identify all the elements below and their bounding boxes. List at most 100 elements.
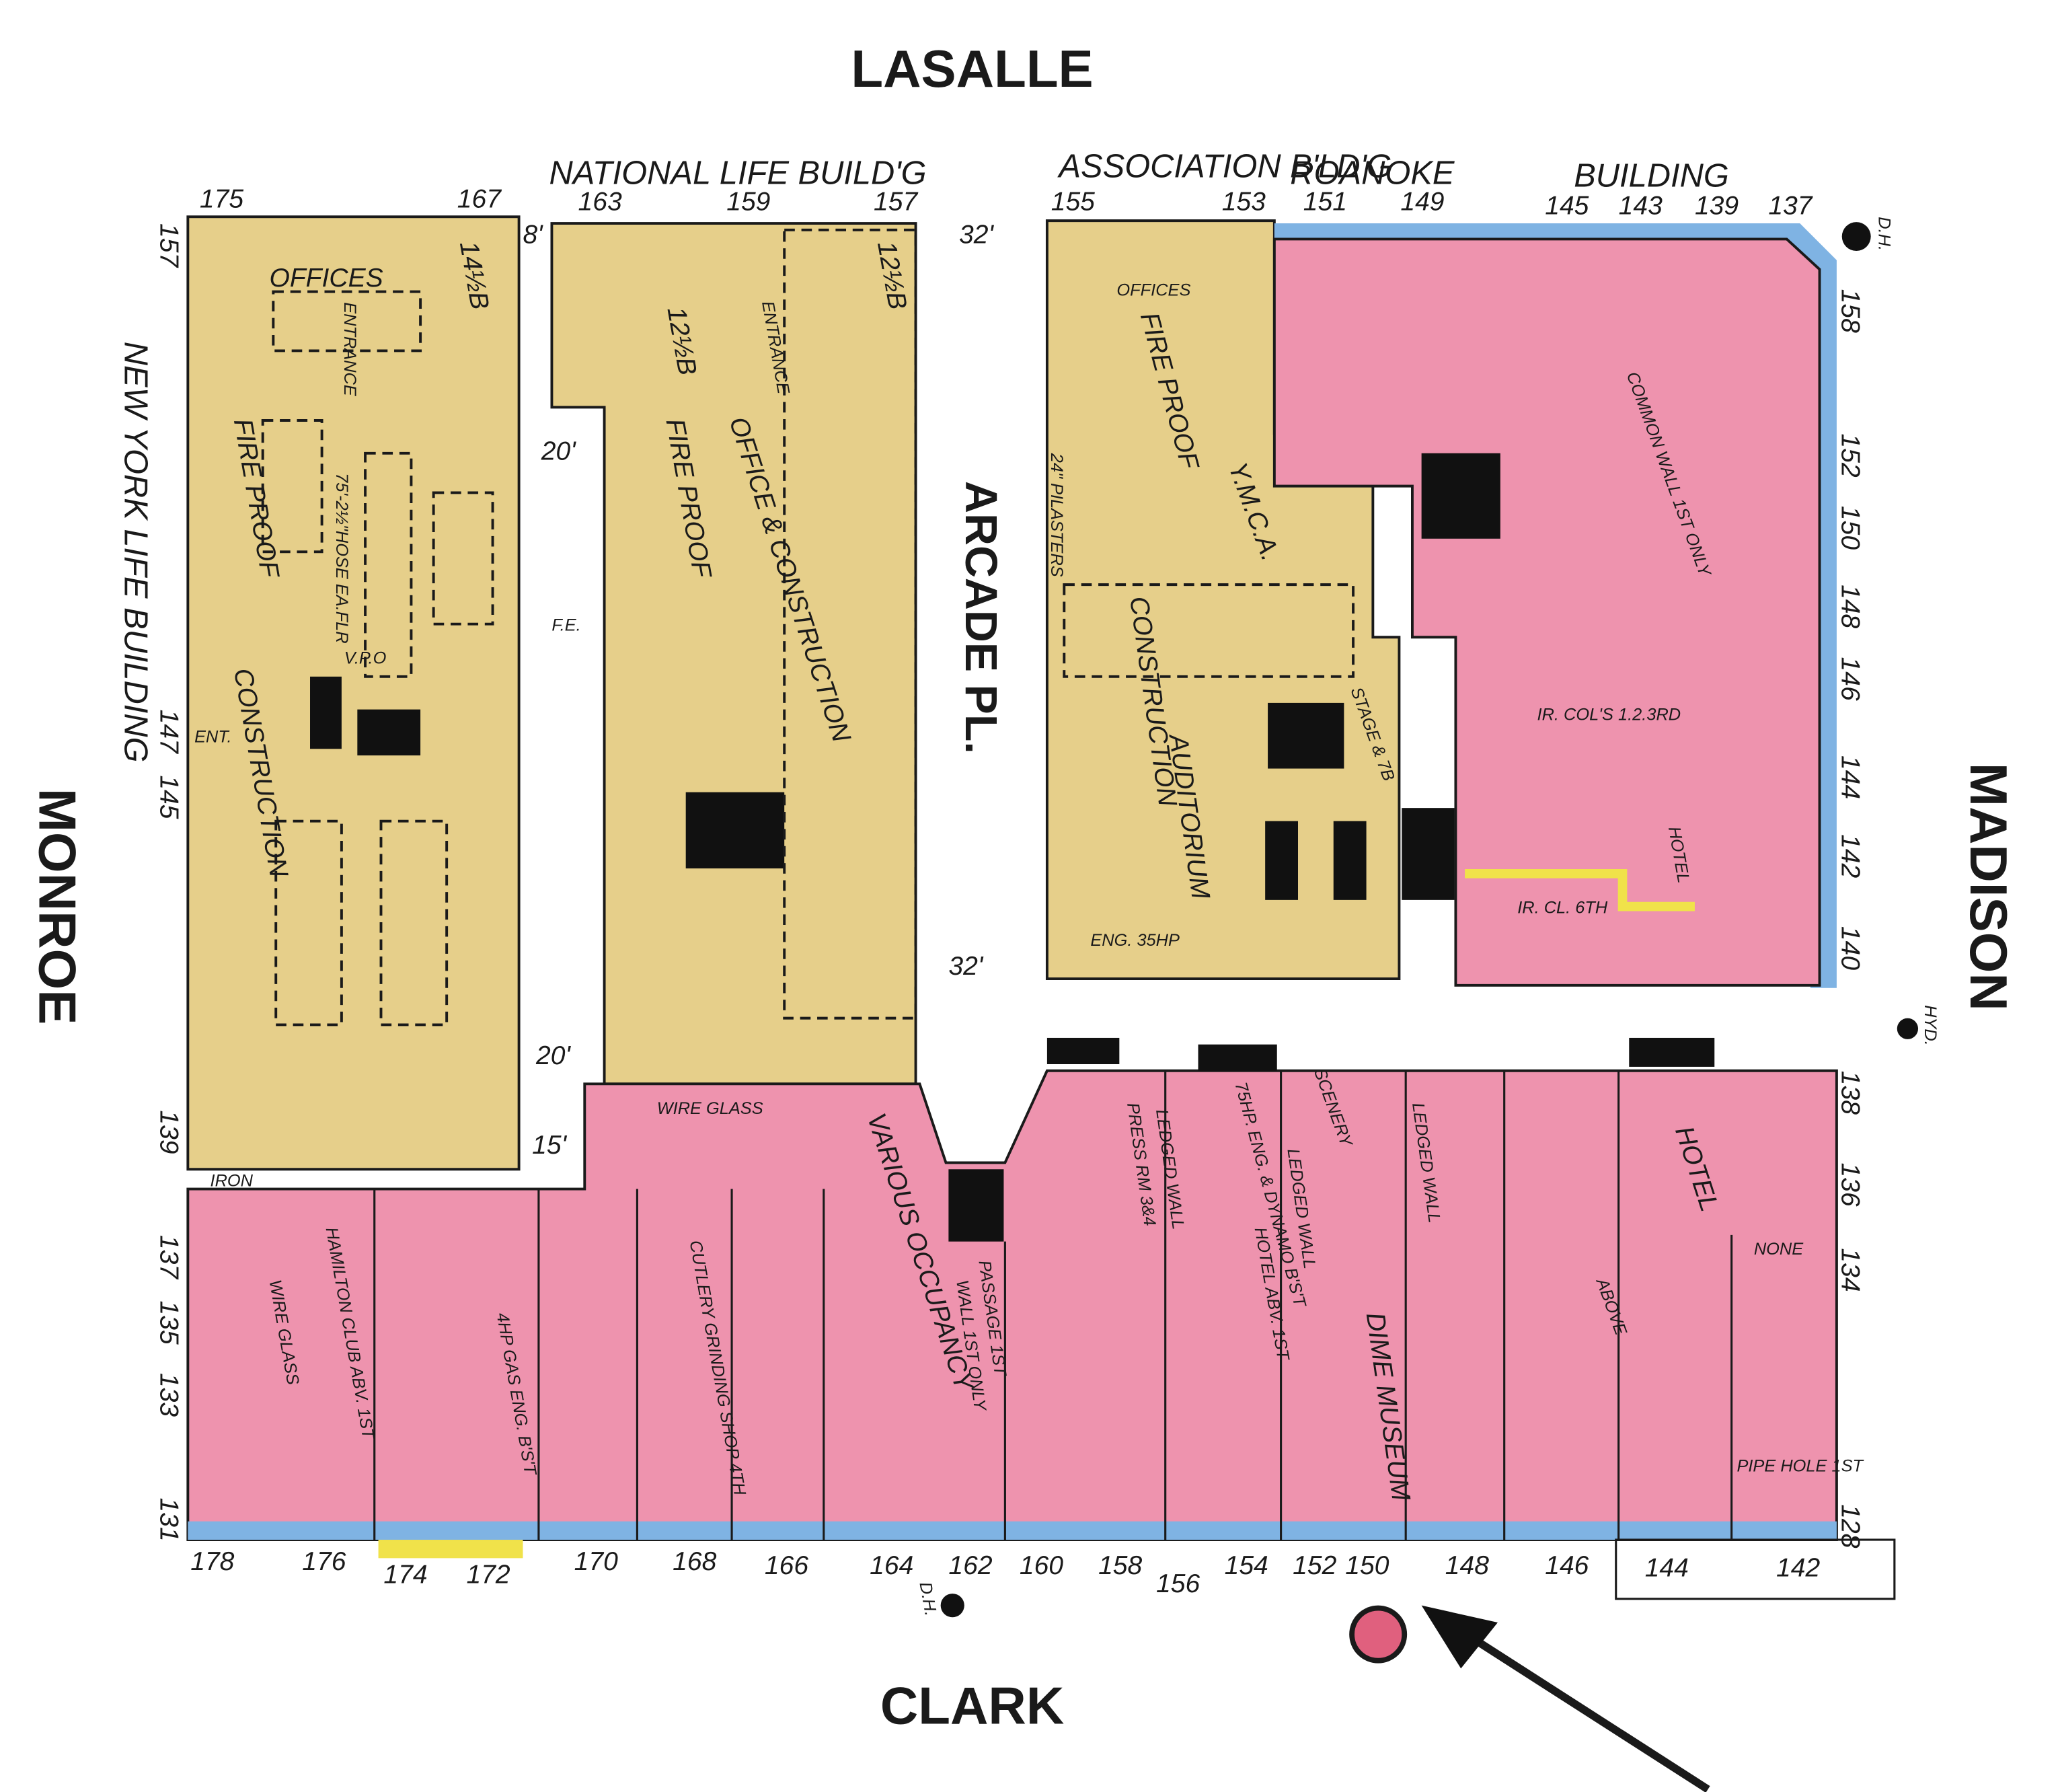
address-number: 156 [1156, 1569, 1200, 1598]
address-number: 158 [1098, 1551, 1142, 1580]
north-addresses: 175 167 163 159 157 155 153 151 149 145 … [200, 185, 1813, 221]
address-number: 158 [1836, 289, 1865, 333]
address-number: 175 [200, 185, 243, 214]
label-entrance-1: ENTRANCE [340, 302, 359, 397]
label-hose: 75'-2½"HOSE EA.FLR [332, 473, 351, 644]
street-madison: MADISON [1959, 763, 2018, 1011]
national-life-label: NATIONAL LIFE BUILD'G [549, 155, 927, 191]
address-number: 154 [1225, 1551, 1268, 1580]
address-number: 134 [1836, 1248, 1865, 1292]
address-number: 147 [154, 710, 183, 754]
address-number: 139 [1695, 191, 1739, 220]
address-number: 152 [1836, 434, 1865, 478]
address-number: 150 [1345, 1551, 1389, 1580]
label-dh-1: D.H. [1874, 217, 1893, 251]
address-number: 176 [302, 1547, 346, 1576]
street-arcade-pl: ARCADE PL. [956, 481, 1005, 754]
dry-hydrant-marker [940, 1594, 964, 1618]
address-number: 157 [874, 187, 918, 216]
address-number: 166 [765, 1551, 808, 1580]
address-number: 139 [154, 1110, 183, 1154]
address-number: 144 [1645, 1554, 1689, 1583]
label-pilasters: 24" PILASTERS [1047, 453, 1066, 577]
new-york-life-label: NEW YORK LIFE BUILDING [118, 342, 154, 763]
address-number: 138 [1836, 1071, 1865, 1115]
label-ent: ENT. [194, 727, 231, 746]
hydrant-marker [1897, 1018, 1919, 1039]
address-number: 170 [574, 1547, 618, 1576]
label-eng35: ENG. 35HP [1090, 931, 1180, 950]
address-number: 148 [1445, 1551, 1489, 1580]
roanoke-block [1272, 237, 1821, 987]
address-number: 174 [383, 1560, 427, 1589]
address-number: 163 [578, 187, 622, 216]
national-life-block [550, 222, 917, 1086]
association-label: ASSOCIATION B'LD'G [1057, 149, 1391, 185]
address-number: 168 [673, 1547, 716, 1576]
address-number: 150 [1836, 506, 1865, 550]
address-number: 148 [1836, 585, 1865, 628]
address-number: 131 [154, 1498, 183, 1542]
address-number: 145 [1545, 191, 1589, 220]
address-number: 149 [1400, 187, 1444, 216]
address-number: 145 [154, 775, 183, 819]
width-alley-top: 32' [959, 220, 994, 249]
address-number: 151 [1303, 187, 1347, 216]
address-number: 146 [1836, 657, 1865, 701]
address-number: 172 [466, 1560, 510, 1589]
address-number: 142 [1776, 1554, 1820, 1583]
street-monroe: MONROE [28, 788, 87, 1025]
label-ir-cl6: IR. CL. 6TH [1517, 898, 1608, 917]
label-offices-2: OFFICES [1116, 281, 1190, 299]
label-none: NONE [1754, 1240, 1804, 1259]
address-number: 167 [457, 185, 502, 214]
width-alley-bottom: 32' [948, 952, 983, 981]
east-addresses: 158 152 150 148 146 144 142 140 138 136 … [1836, 289, 1865, 1548]
width-20b: 20' [535, 1041, 571, 1070]
width-8: 8' [523, 220, 543, 249]
width-15: 15' [532, 1131, 567, 1160]
label-dh-2: D.H. [916, 1581, 940, 1618]
roanoke-label: ROANOKE [1290, 155, 1455, 191]
address-number: 153 [1222, 187, 1266, 216]
address-number: 143 [1619, 191, 1663, 220]
address-number: 164 [870, 1551, 913, 1580]
street-lasalle: LASALLE [851, 39, 1093, 98]
address-number: 137 [154, 1235, 183, 1279]
address-number: 157 [154, 223, 183, 268]
address-number: 133 [154, 1373, 183, 1417]
new-york-life-block [186, 215, 521, 1171]
label-ir-cols: IR. COL'S 1.2.3RD [1537, 705, 1681, 724]
dry-hydrant-marker [1841, 222, 1871, 252]
street-clark: CLARK [880, 1676, 1064, 1735]
label-fire-escape: F.E. [551, 615, 580, 634]
address-number: 162 [948, 1551, 992, 1580]
address-number: 137 [1768, 191, 1813, 220]
address-number: 155 [1051, 187, 1095, 216]
west-addresses: 157 147 145 139 137 135 133 131 [154, 223, 183, 1542]
label-offices-1: OFFICES [269, 264, 383, 293]
address-number: 152 [1293, 1551, 1336, 1580]
frame-building-strip [378, 1540, 523, 1559]
south-addresses: 178 176 174 172 170 168 166 164 162 160 … [190, 1547, 1820, 1598]
label-pipe-hole: PIPE HOLE 1ST [1737, 1456, 1864, 1475]
label-vpo: V.P.O [344, 648, 387, 667]
roanoke-building-label: BUILDING [1574, 157, 1729, 194]
address-number: 128 [1836, 1504, 1865, 1548]
adjacent-lot-outline [1615, 1538, 1896, 1600]
sidewalk-clark [188, 1521, 1837, 1540]
label-hyd: HYD. [1921, 1005, 1940, 1046]
address-number: 160 [1020, 1551, 1063, 1580]
width-20a: 20' [541, 437, 576, 466]
address-number: 144 [1836, 755, 1865, 799]
address-number: 135 [154, 1301, 183, 1345]
address-number: 159 [726, 187, 770, 216]
address-number: 146 [1545, 1551, 1589, 1580]
pointer-arrow-icon [1421, 1605, 1710, 1792]
address-number: 140 [1836, 926, 1865, 970]
label-iron: IRON [211, 1172, 254, 1191]
address-number: 142 [1836, 834, 1865, 878]
address-number: 136 [1836, 1162, 1865, 1206]
label-wire-glass-1: WIRE GLASS [657, 1099, 763, 1118]
